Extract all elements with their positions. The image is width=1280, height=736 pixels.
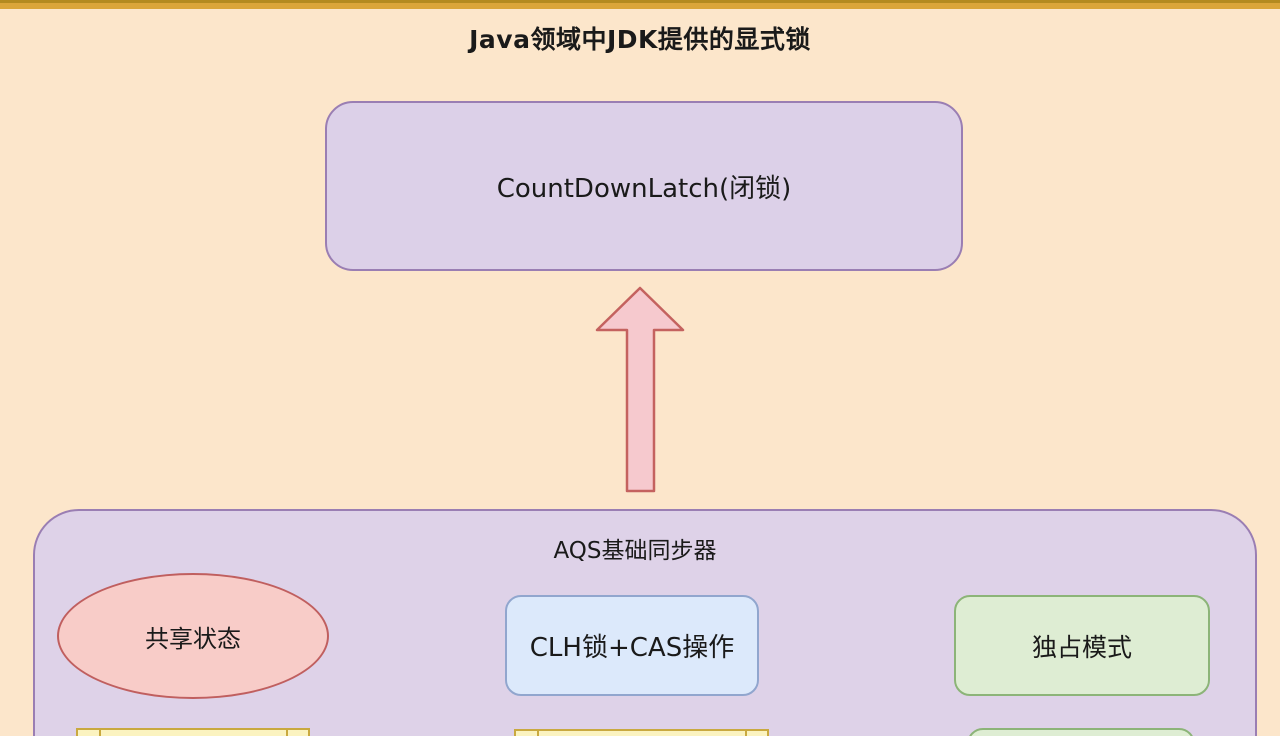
queue-node-cell <box>745 731 767 736</box>
page-title: Java领域中JDK提供的显式锁 <box>469 25 811 54</box>
node-clh-cas-label: CLH锁+CAS操作 <box>529 633 735 663</box>
queue-node-cell <box>516 731 539 736</box>
queue-node-cell <box>286 730 308 736</box>
node-exclusive-mode: 独占模式 <box>954 595 1210 696</box>
aqs-container-label: AQS基础同步器 <box>553 538 717 564</box>
queue-node-cell <box>78 730 101 736</box>
green-node-strip-right <box>967 728 1195 736</box>
node-countdownlatch: CountDownLatch(闭锁) <box>325 101 963 271</box>
node-clh-cas: CLH锁+CAS操作 <box>505 595 759 696</box>
node-aqs-container: AQS基础同步器 共享状态 CLH锁+CAS操作 独占模式 <box>33 509 1257 736</box>
top-gold-bar <box>0 0 1280 9</box>
node-countdownlatch-label: CountDownLatch(闭锁) <box>496 173 792 204</box>
queue-node-cell <box>539 731 745 736</box>
up-arrow-icon <box>595 286 685 493</box>
node-shared-state: 共享状态 <box>57 573 329 699</box>
node-shared-state-label: 共享状态 <box>145 624 241 653</box>
queue-node-cell <box>101 730 286 736</box>
queue-node-strip-left <box>76 728 310 736</box>
node-exclusive-mode-label: 独占模式 <box>1031 632 1132 662</box>
queue-node-strip-middle <box>514 729 769 736</box>
